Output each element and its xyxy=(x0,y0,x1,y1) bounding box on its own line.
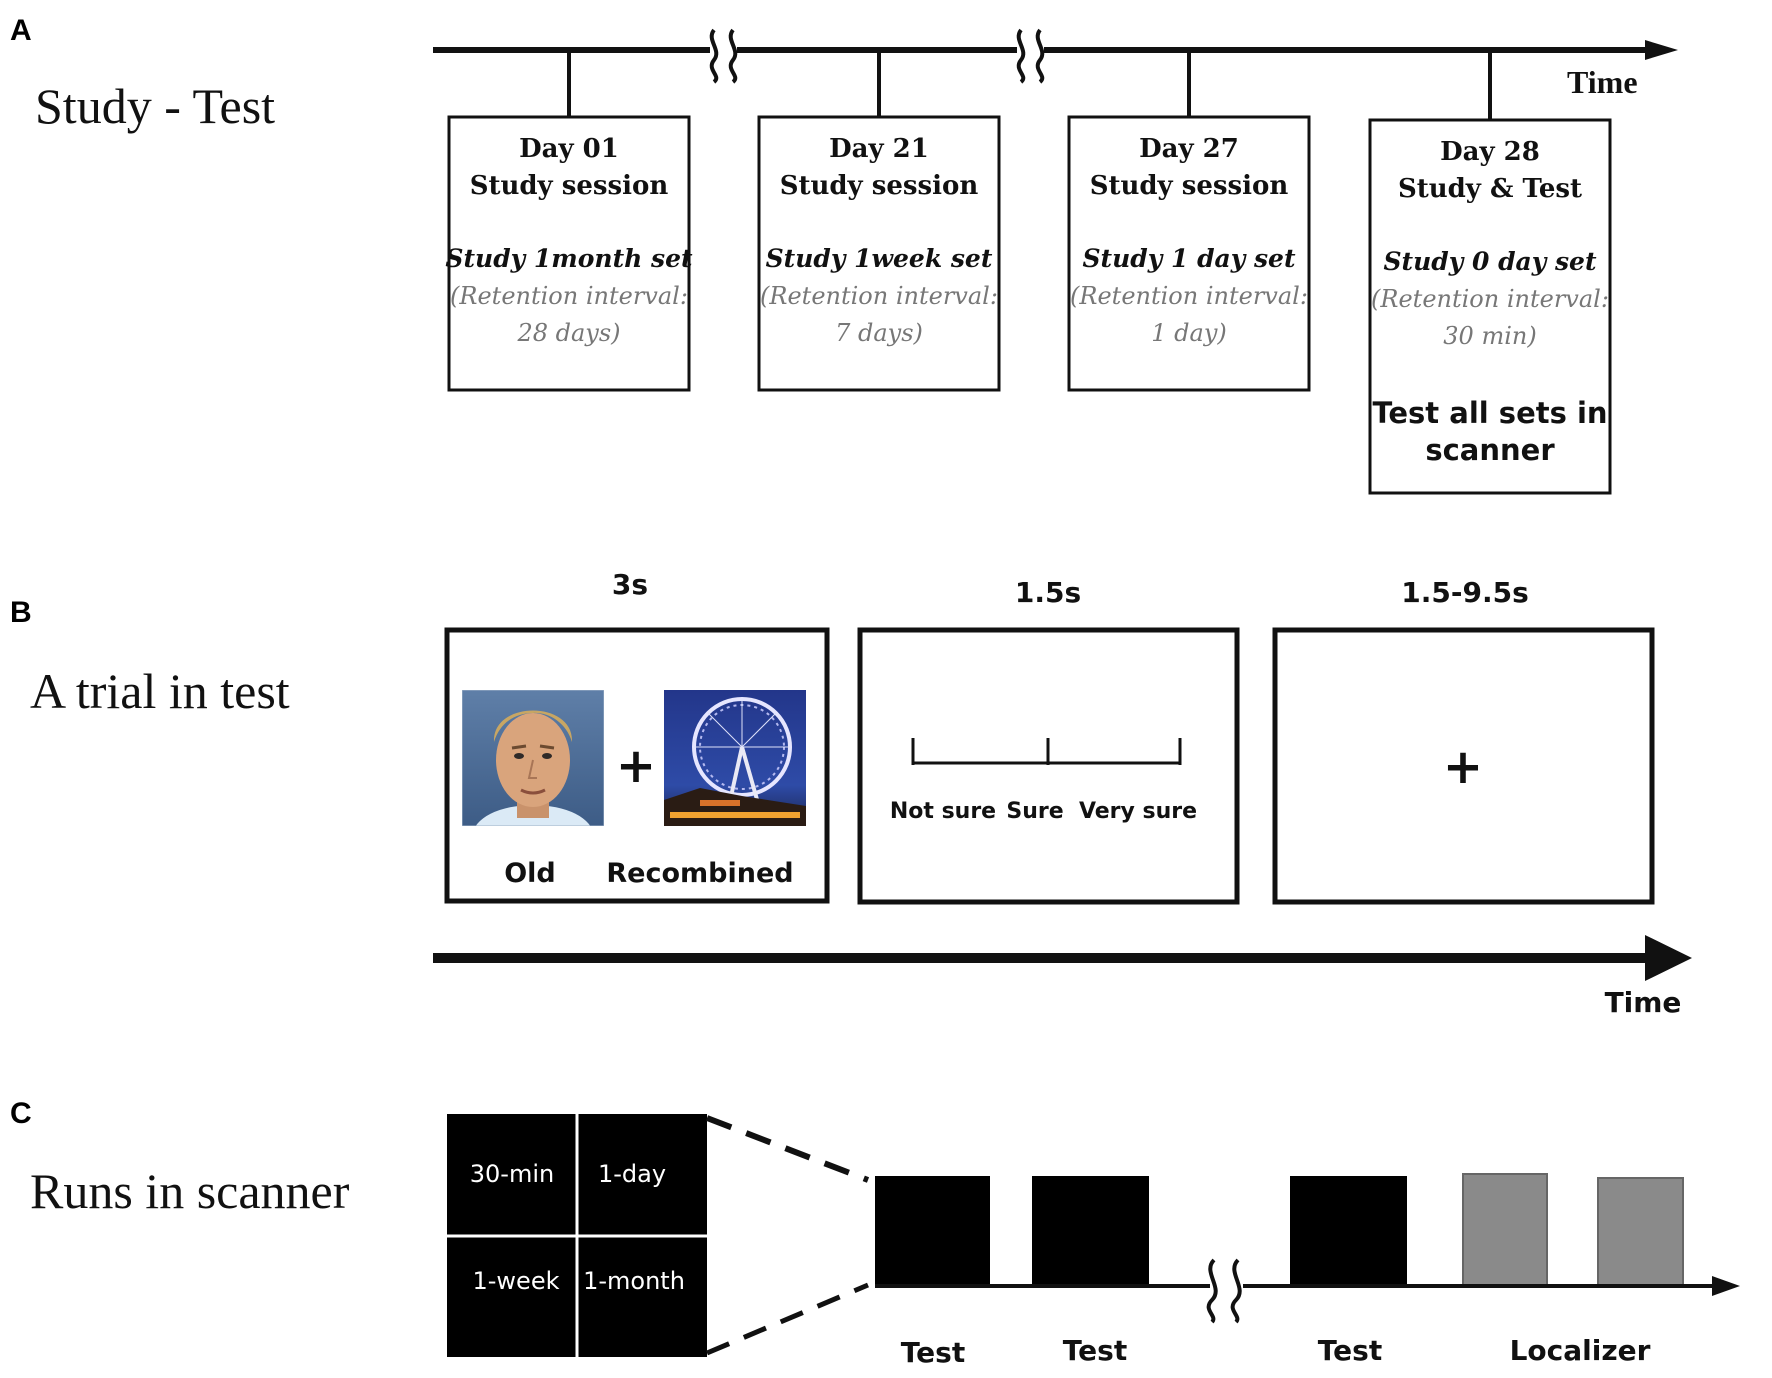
axis-label-time-b: Time xyxy=(1605,986,1682,1019)
run-block-test-2 xyxy=(1032,1176,1149,1286)
session-retention-line1: (Retention interval: xyxy=(1371,285,1609,313)
axis-break-a1 xyxy=(709,28,738,84)
session-type: Study session xyxy=(1090,171,1289,201)
grid-cell-1-week: 1-week xyxy=(473,1267,560,1295)
face-photo xyxy=(462,690,604,826)
session-set: Study 0 day set xyxy=(1383,247,1596,276)
session-test-line1: Test all sets in xyxy=(1372,396,1607,430)
panel-b: B A trial in test 3s 1.5s 1.5-9.5s xyxy=(10,568,1692,1019)
session-box-day21: Day 21 Study session Study 1week set (Re… xyxy=(757,50,1001,392)
session-retention-line1: (Retention interval: xyxy=(450,282,688,310)
timeline-axis-b: Time xyxy=(433,935,1692,1019)
trial-screen-rating: Not sure Sure Very sure xyxy=(857,627,1240,905)
panel-a-letter: A xyxy=(10,14,32,47)
session-day: Day 27 xyxy=(1139,134,1239,164)
session-day: Day 01 xyxy=(519,134,619,164)
panel-a-title: Study - Test xyxy=(35,78,275,134)
panel-b-letter: B xyxy=(10,596,32,629)
session-box-day27: Day 27 Study session Study 1 day set (Re… xyxy=(1067,50,1311,392)
axis-label-time-a: Time xyxy=(1567,64,1638,100)
fixation-cross: + xyxy=(1443,739,1483,795)
run-label-test-3: Test xyxy=(1318,1334,1382,1367)
run-block-localizer-2 xyxy=(1597,1177,1684,1287)
session-retention-line2: 28 days) xyxy=(516,319,620,347)
session-type: Study & Test xyxy=(1398,174,1582,204)
session-box-day01: Day 01 Study session Study 1month set (R… xyxy=(445,50,693,392)
confidence-scale xyxy=(911,738,1182,765)
scale-label-sure: Sure xyxy=(1006,799,1063,824)
run-label-localizer: Localizer xyxy=(1510,1334,1651,1367)
stimulus-plus-sign: + xyxy=(616,738,656,794)
session-retention-line2: 1 day) xyxy=(1151,319,1227,347)
session-box-day28: Day 28 Study & Test Study 0 day set (Ret… xyxy=(1368,50,1612,495)
run-block-test-3 xyxy=(1290,1176,1407,1286)
run-label-test-1: Test xyxy=(901,1336,965,1369)
session-day: Day 21 xyxy=(829,134,929,164)
zoom-lines xyxy=(705,1115,870,1356)
axis-break-a2 xyxy=(1016,28,1045,84)
run-label-test-2: Test xyxy=(1063,1334,1127,1367)
panel-b-title: A trial in test xyxy=(30,663,290,719)
grid-cell-1-day: 1-day xyxy=(598,1160,666,1188)
panel-a: A Study - Test Time Day 01 Study session… xyxy=(10,14,1678,495)
ferris-wheel-photo xyxy=(664,690,806,826)
session-type: Study session xyxy=(780,171,979,201)
session-set: Study 1 day set xyxy=(1082,244,1295,273)
timeline-axis-a: Time xyxy=(433,28,1678,100)
grid-cell-30-min: 30-min xyxy=(470,1160,554,1188)
condition-grid: 30-min 1-day 1-week 1-month xyxy=(447,1114,707,1357)
session-day: Day 28 xyxy=(1440,137,1540,167)
label-recombined: Recombined xyxy=(606,858,793,889)
session-type: Study session xyxy=(470,171,669,201)
duration-label-fixation: 1.5-9.5s xyxy=(1401,576,1529,609)
scale-label-not-sure: Not sure xyxy=(890,799,996,824)
run-block-localizer-1 xyxy=(1462,1173,1548,1287)
grid-cell-1-month: 1-month xyxy=(583,1267,685,1295)
duration-label-rating: 1.5s xyxy=(1015,576,1081,609)
scale-label-very-sure: Very sure xyxy=(1079,799,1197,824)
session-retention-line2: 30 min) xyxy=(1443,322,1536,350)
duration-label-stimulus: 3s xyxy=(612,568,648,601)
run-blocks xyxy=(875,1173,1684,1287)
panel-c-letter: C xyxy=(10,1097,32,1130)
session-test-line2: scanner xyxy=(1425,433,1555,467)
panel-c: C Runs in scanner 30-min 1-day 1-week 1-… xyxy=(10,1097,1740,1369)
session-set: Study 1month set xyxy=(445,244,693,273)
session-retention-line2: 7 days) xyxy=(835,319,923,347)
session-set: Study 1week set xyxy=(766,244,993,273)
trial-screen-fixation: + xyxy=(1272,627,1655,905)
label-old: Old xyxy=(504,858,556,889)
timeline-axis-c xyxy=(875,1258,1740,1324)
session-retention-line1: (Retention interval: xyxy=(1070,282,1308,310)
session-retention-line1: (Retention interval: xyxy=(760,282,998,310)
run-block-test-1 xyxy=(875,1176,990,1286)
trial-screen-stimulus: + Old Recombined xyxy=(444,627,830,904)
panel-c-title: Runs in scanner xyxy=(30,1163,350,1219)
